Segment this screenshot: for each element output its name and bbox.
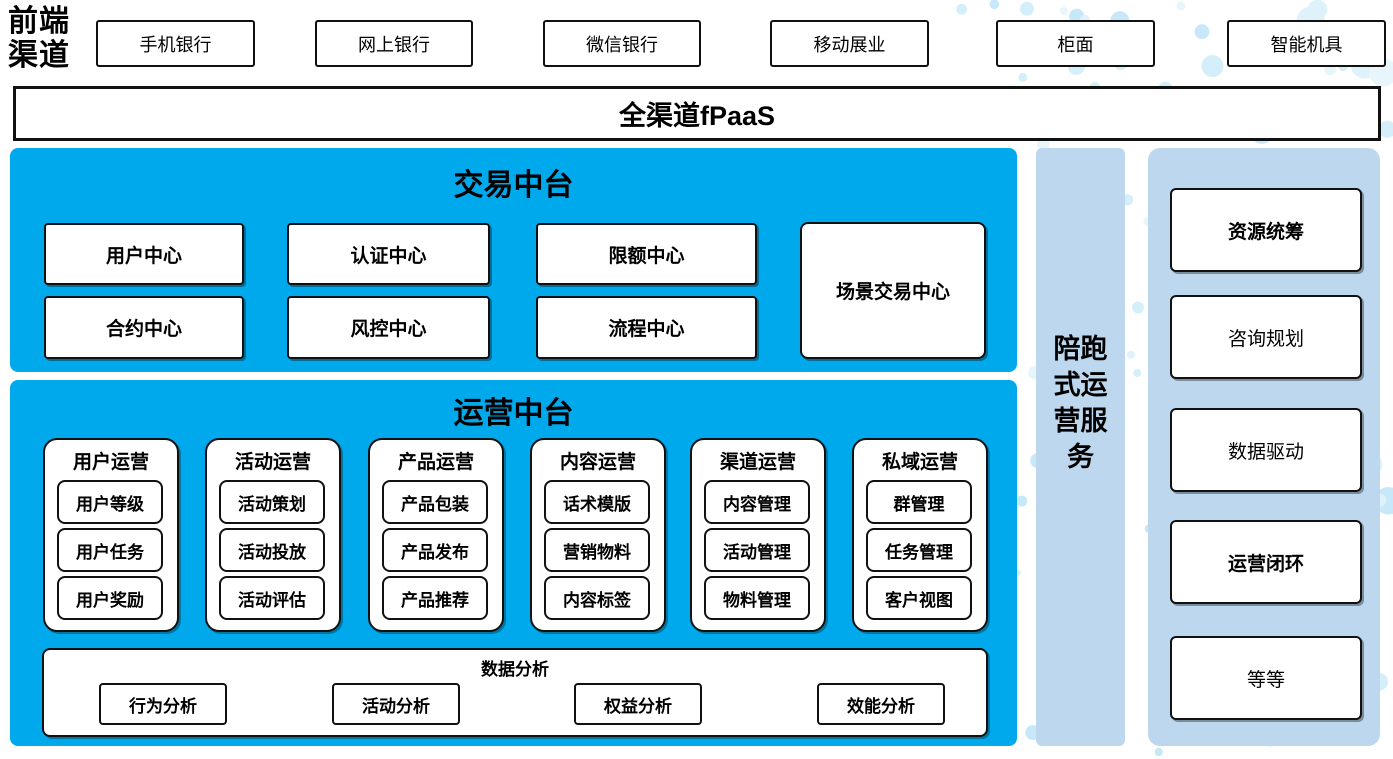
analysis-box-efficiency: 效能分析: [817, 683, 945, 725]
channel-box-wechat-banking: 微信银行: [543, 20, 701, 67]
operations-platform-title: 运营中台: [453, 397, 574, 430]
channel-box-mobile-banking: 手机银行: [96, 20, 255, 67]
service-box-resource-coordination: 资源统筹: [1170, 188, 1362, 272]
transaction-platform-title: 交易中台: [453, 169, 574, 202]
ops-column-title: 渠道运营: [719, 452, 796, 473]
ops-column-title: 内容运营: [559, 452, 636, 473]
ops-item: 话术模版: [544, 480, 650, 524]
service-box-consulting-planning: 咨询规划: [1170, 295, 1362, 379]
ops-item: 活动管理: [704, 528, 810, 572]
service-box-etc: 等等: [1170, 636, 1362, 720]
ops-item: 营销物料: [544, 528, 650, 572]
ops-column-private-domain: 私域运营 群管理 任务管理 客户视图: [852, 438, 988, 632]
ops-item: 活动投放: [219, 528, 325, 572]
ops-column-product: 产品运营 产品包装 产品发布 产品推荐: [368, 438, 504, 632]
ops-column-activity: 活动运营 活动策划 活动投放 活动评估: [205, 438, 341, 632]
ops-item: 物料管理: [704, 576, 810, 620]
channel-box-online-banking: 网上银行: [315, 20, 473, 67]
ops-item: 用户等级: [57, 480, 163, 524]
service-box-operation-loop: 运营闭环: [1170, 520, 1362, 604]
service-box-data-driven: 数据驱动: [1170, 408, 1362, 492]
center-box-process: 流程中心: [536, 296, 757, 359]
ops-item: 客户视图: [866, 576, 972, 620]
ops-column-title: 用户运营: [72, 452, 149, 473]
center-box-user: 用户中心: [44, 223, 244, 285]
ops-item: 产品发布: [382, 528, 488, 572]
ops-item: 活动策划: [219, 480, 325, 524]
ops-column-user: 用户运营 用户等级 用户任务 用户奖励: [43, 438, 179, 632]
ops-item: 群管理: [866, 480, 972, 524]
ops-column-content: 内容运营 话术模版 营销物料 内容标签: [530, 438, 666, 632]
data-analysis-title: 数据分析: [481, 660, 549, 679]
analysis-box-benefit: 权益分析: [574, 683, 702, 725]
ops-item: 活动评估: [219, 576, 325, 620]
analysis-box-behavior: 行为分析: [99, 683, 227, 725]
frontend-channels-label: 前端渠道: [8, 5, 70, 72]
ops-item: 内容管理: [704, 480, 810, 524]
ops-item: 用户奖励: [57, 576, 163, 620]
center-box-contract: 合约中心: [44, 296, 244, 359]
ops-item: 产品推荐: [382, 576, 488, 620]
companion-service-label: 陪跑式运营服务: [1053, 334, 1108, 472]
center-box-scenario-transaction: 场景交易中心: [800, 222, 986, 359]
center-box-limit: 限额中心: [536, 223, 757, 285]
ops-item: 内容标签: [544, 576, 650, 620]
operations-platform-block: 运营中台 用户运营 用户等级 用户任务 用户奖励 活动运营 活动策划 活动投放 …: [10, 380, 1017, 746]
analysis-box-activity: 活动分析: [332, 683, 460, 725]
center-box-risk: 风控中心: [287, 296, 490, 359]
data-analysis-bar: 数据分析 行为分析 活动分析 权益分析 效能分析: [42, 648, 988, 737]
channel-box-mobile-outreach: 移动展业: [770, 20, 929, 67]
ops-column-title: 产品运营: [397, 452, 474, 473]
ops-item: 任务管理: [866, 528, 972, 572]
ops-item: 产品包装: [382, 480, 488, 524]
ops-item: 用户任务: [57, 528, 163, 572]
ops-column-channel: 渠道运营 内容管理 活动管理 物料管理: [690, 438, 826, 632]
ops-column-title: 活动运营: [234, 452, 311, 473]
center-box-auth: 认证中心: [287, 223, 490, 285]
fpaas-bar: 全渠道fPaaS: [13, 86, 1381, 141]
service-panel: 资源统筹 咨询规划 数据驱动 运营闭环 等等: [1148, 148, 1380, 746]
channel-box-smart-devices: 智能机具: [1227, 20, 1386, 67]
ops-column-title: 私域运营: [881, 452, 958, 473]
transaction-platform-block: 交易中台 用户中心 认证中心 限额中心 合约中心 风控中心 流程中心 场景交易中…: [10, 148, 1017, 372]
companion-service-bar: 陪跑式运营服务: [1036, 148, 1125, 746]
channel-box-counter: 柜面: [996, 20, 1155, 67]
